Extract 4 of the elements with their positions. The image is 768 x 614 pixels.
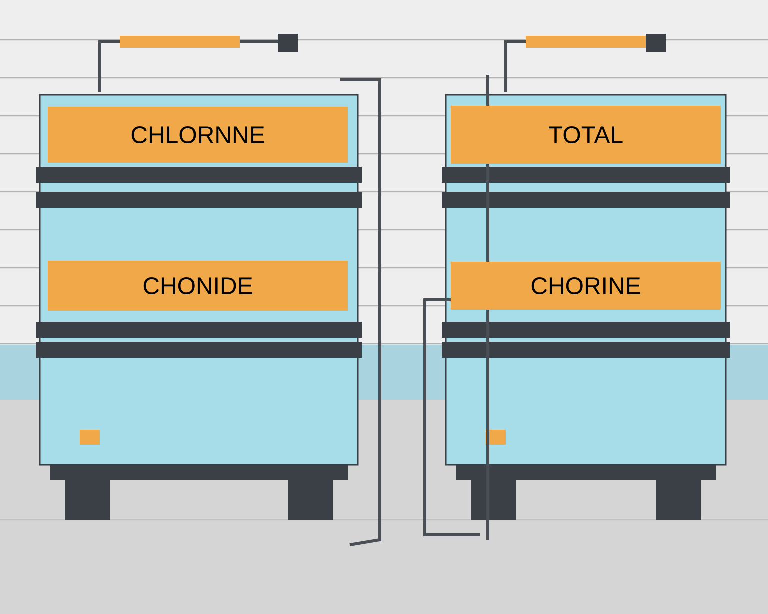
label-band: TOTAL [451,106,721,164]
label-band: CHORINE [451,262,721,310]
label-band: CHLORNNE [48,107,348,163]
label-band: CHONIDE [48,261,348,311]
